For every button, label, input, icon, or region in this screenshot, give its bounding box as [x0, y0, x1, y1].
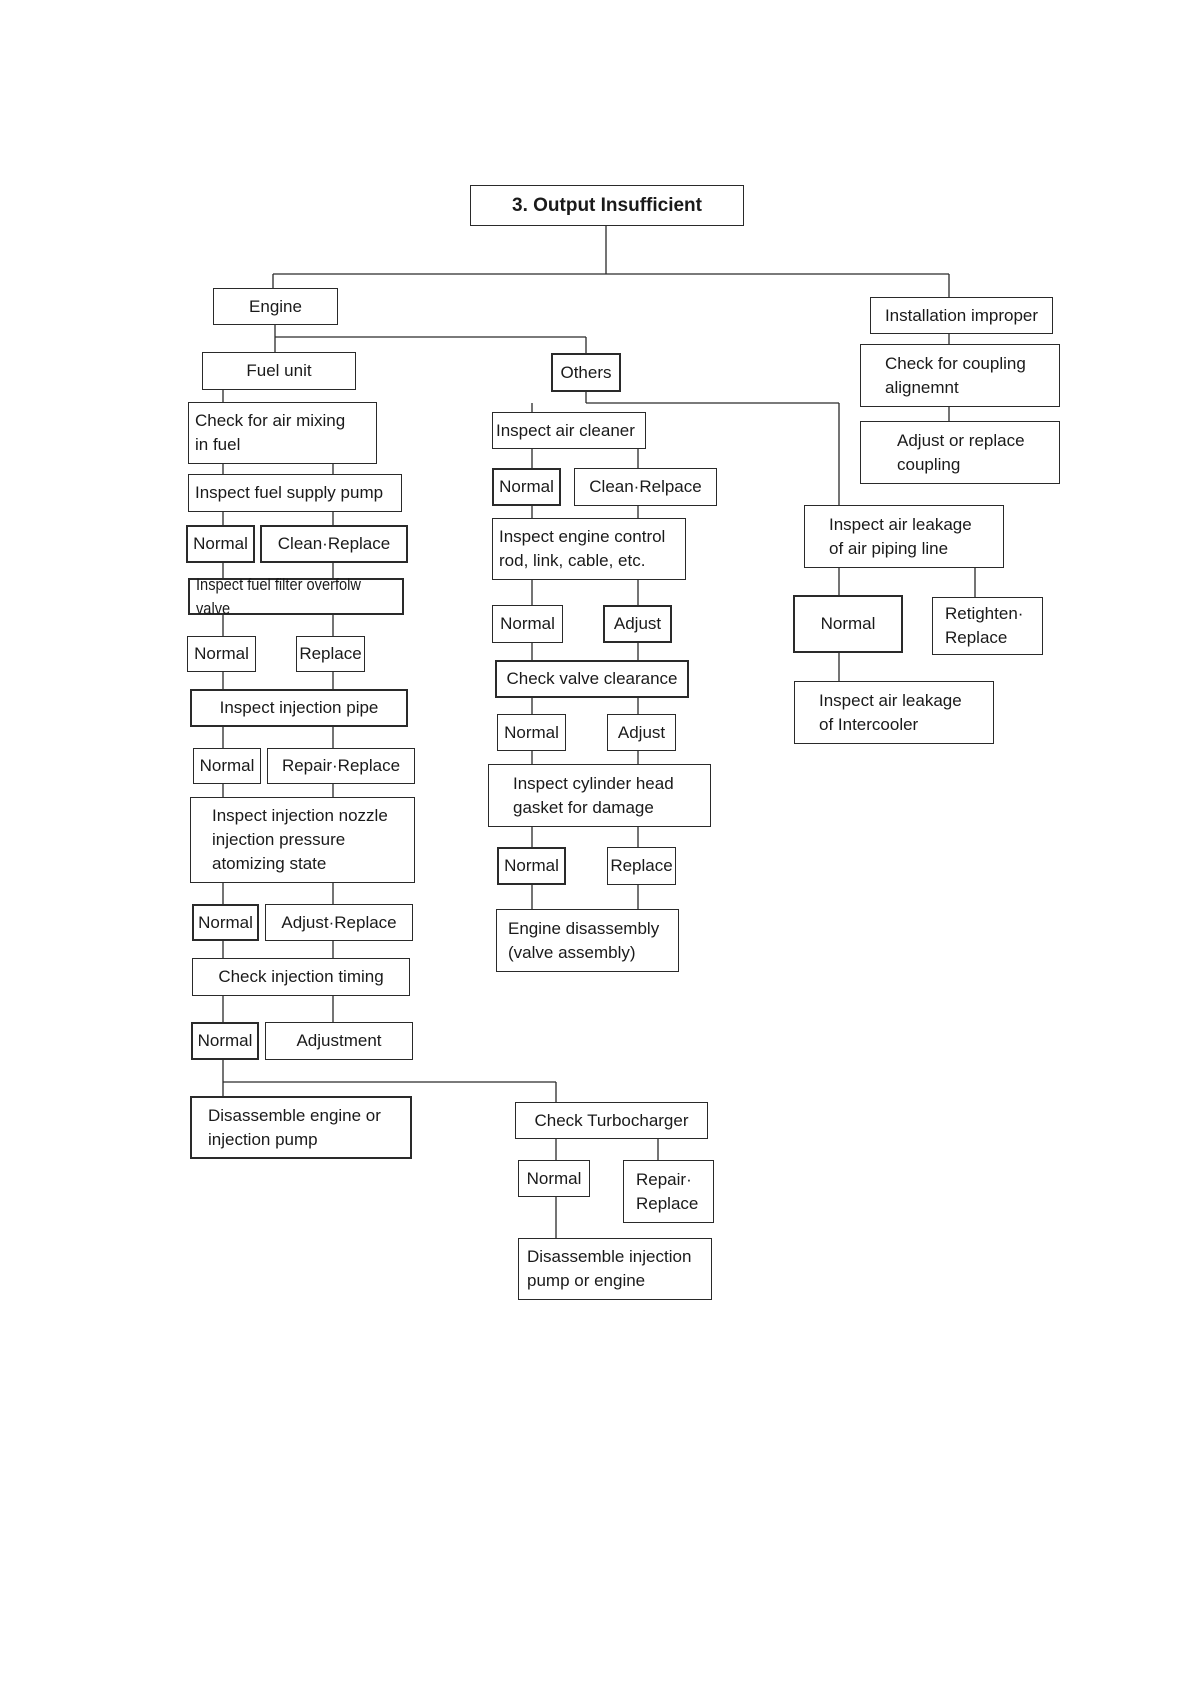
gasket-replace-box: Replace [607, 847, 676, 885]
gasket-normal-box: Normal [497, 847, 566, 885]
engine-box: Engine [213, 288, 338, 325]
inspect-injection-pipe-box: Inspect injection pipe [190, 689, 408, 727]
valve-normal-box: Normal [497, 714, 566, 751]
pipe-normal-box: Normal [193, 748, 261, 784]
check-air-mixing-box: Check for air mixing in fuel [188, 402, 377, 464]
cleaner-normal-box: Normal [492, 468, 561, 506]
pump-clean-replace-box: Clean·Replace [260, 525, 408, 563]
title-text: 3. Output Insufficient [512, 194, 702, 216]
turbo-normal-box: Normal [518, 1160, 590, 1197]
inspect-fuel-filter-box: Inspect fuel filter overfolw valve [188, 575, 404, 618]
pipe-repair-replace-box: Repair·Replace [267, 748, 415, 784]
check-turbocharger-box: Check Turbocharger [515, 1102, 708, 1139]
inspect-air-cleaner-box: Inspect air cleaner [492, 412, 646, 449]
others-box: Others [551, 353, 621, 392]
piping-retighten-replace-box: Retighten· Replace [932, 597, 1043, 655]
engine-disassembly-box: Engine disassembly (valve assembly) [496, 909, 679, 972]
filter-normal-box: Normal [187, 636, 256, 672]
check-injection-timing-box: Check injection timing [192, 958, 410, 996]
nozzle-adjust-replace-box: Adjust·Replace [265, 904, 413, 941]
inspect-injection-nozzle-box: Inspect injection nozzle injection press… [190, 797, 415, 883]
nozzle-normal-box: Normal [192, 904, 259, 941]
disassemble-injection-box: Disassemble injection pump or engine [518, 1238, 712, 1300]
turbo-repair-replace-box: Repair· Replace [623, 1160, 714, 1223]
fuel-unit-box: Fuel unit [202, 352, 356, 390]
timing-normal-box: Normal [191, 1022, 259, 1060]
control-adjust-box: Adjust [603, 605, 672, 643]
inspect-engine-control-box: Inspect engine control rod, link, cable,… [492, 518, 686, 580]
piping-normal-box: Normal [793, 595, 903, 653]
pump-normal-box: Normal [186, 525, 255, 563]
installation-improper-box: Installation improper [870, 297, 1053, 334]
inspect-air-leakage-piping-box: Inspect air leakage of air piping line [804, 505, 1004, 568]
disassemble-engine-box: Disassemble engine or injection pump [190, 1096, 412, 1159]
title-box: 3. Output Insufficient [470, 185, 744, 226]
adjust-replace-coupling-box: Adjust or replace coupling [860, 421, 1060, 484]
filter-replace-box: Replace [296, 636, 365, 672]
control-normal-box: Normal [492, 605, 563, 643]
check-coupling-box: Check for coupling alignemnt [860, 344, 1060, 407]
inspect-cylinder-head-box: Inspect cylinder head gasket for damage [488, 764, 711, 827]
check-valve-clearance-box: Check valve clearance [495, 660, 689, 698]
inspect-fuel-supply-pump-box: Inspect fuel supply pump [188, 474, 402, 512]
timing-adjustment-box: Adjustment [265, 1022, 413, 1060]
cleaner-clean-replace-box: Clean·Relpace [574, 468, 717, 506]
valve-adjust-box: Adjust [607, 714, 676, 751]
inspect-air-leakage-intercooler-box: Inspect air leakage of Intercooler [794, 681, 994, 744]
